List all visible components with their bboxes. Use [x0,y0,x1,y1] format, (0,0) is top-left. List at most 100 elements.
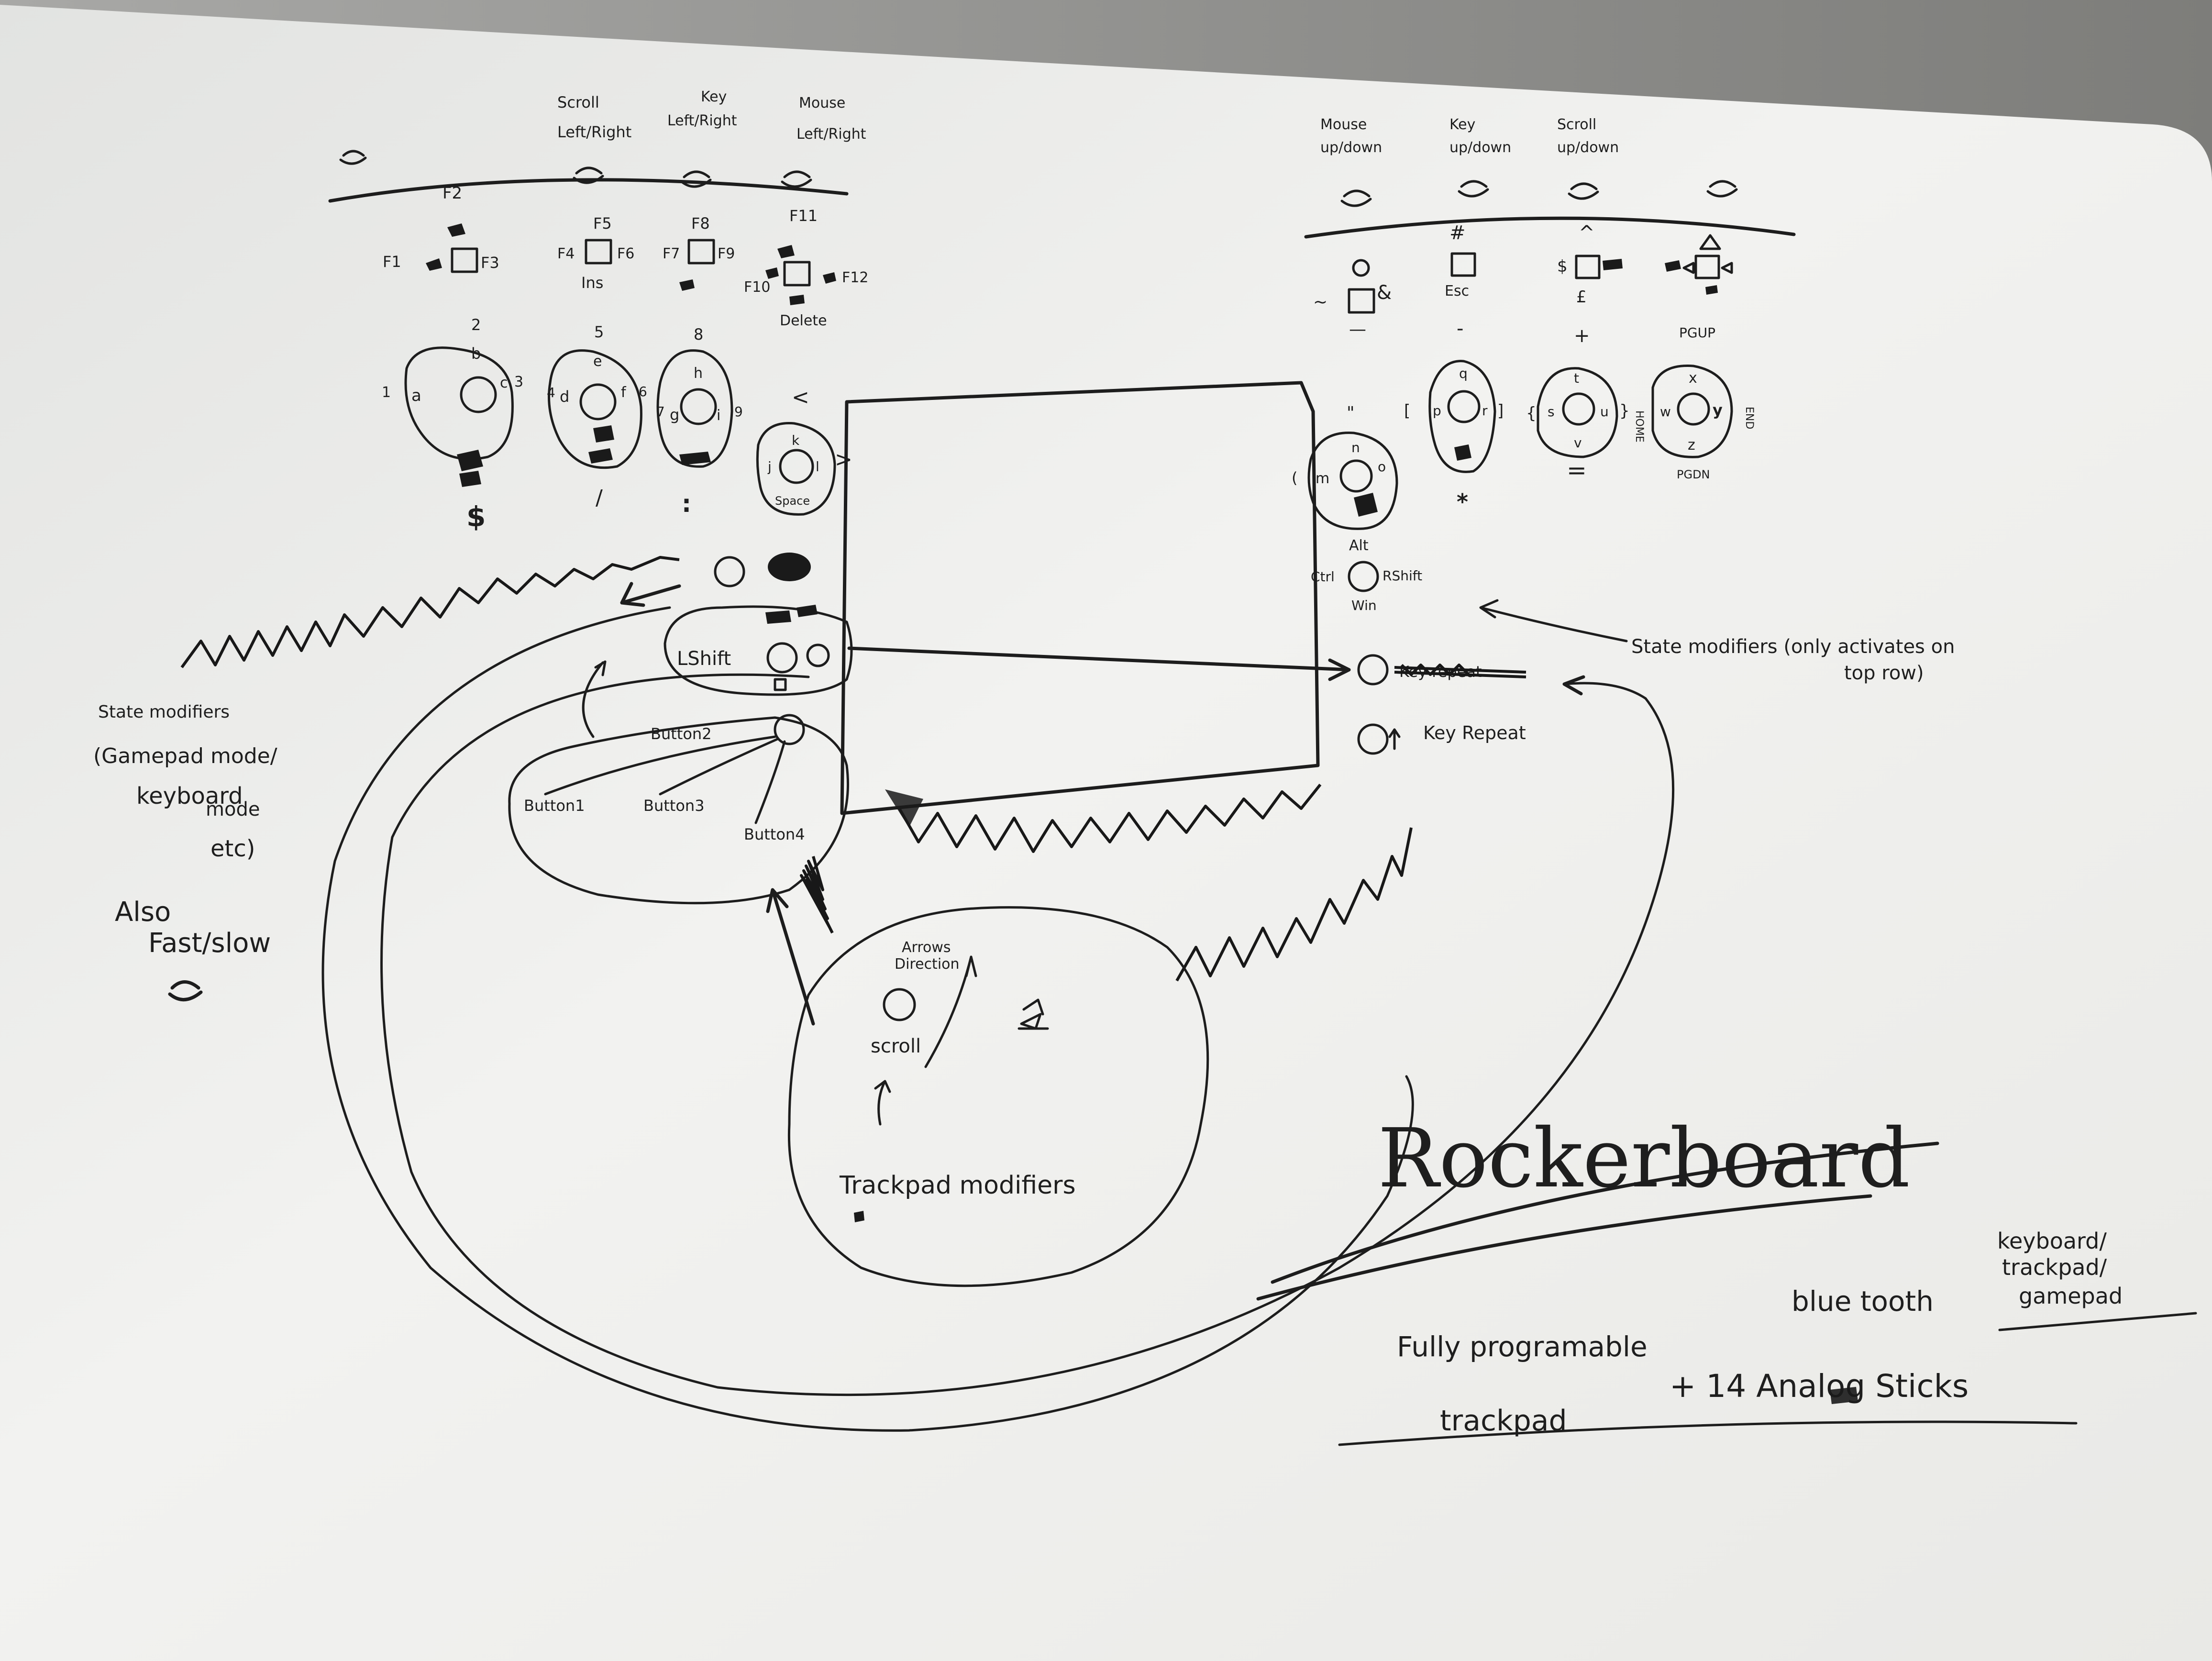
crossed-out-mark [679,279,695,291]
dpad-right-label: F6 [617,245,634,262]
volume-icon [1682,234,1733,274]
subtitle-underline [1338,1420,2078,1446]
trackpad-surface[interactable] [840,381,1320,815]
dpad-square[interactable] [687,239,715,265]
button-cluster-outline [508,716,849,905]
analog-stick-stuv[interactable]: + { } s t u v = [1526,325,1630,484]
stick-letter-left: g [670,406,679,424]
dpad-caret-pound[interactable]: ^ $ £ [1557,222,1623,307]
dpad-f10-f12[interactable]: F11 F10 F12 Delete [744,207,868,329]
dpad-left-label: F7 [663,245,680,262]
outer-loop [321,606,1414,1432]
stick-cap[interactable] [680,388,717,425]
dpad-square[interactable] [1348,288,1375,314]
dpad-square[interactable] [585,239,612,265]
small-square-button[interactable] [774,678,787,691]
trackpad-modifiers-label: Trackpad modifiers [839,1171,1076,1200]
stick-num-right: 9 [734,404,743,420]
analog-stick-def[interactable]: 5 4 6 d e f / [547,323,647,510]
dpad-f4-f6[interactable]: F5 F4 F6 Ins [557,214,634,292]
stick-cap[interactable] [1339,459,1373,493]
right-modifier-button[interactable]: Alt Ctrl RShift Win [1311,537,1422,613]
lshift-label: LShift [677,648,731,670]
stick-outline [756,422,836,516]
side-button[interactable] [806,643,830,667]
dpad-hash-esc[interactable]: # Esc [1445,222,1476,299]
stick-letter-top: x [1689,370,1697,387]
dpad-square[interactable] [783,261,811,287]
stick-cap[interactable] [779,449,814,484]
analog-stick-ghi[interactable]: 8 7 9 g h i : [656,325,743,518]
dpad-square[interactable] [1450,252,1476,277]
modifier-right-label: RShift [1382,568,1422,584]
stick-cap[interactable] [579,383,617,421]
state-modifiers-line4: mode [206,798,260,820]
direction-label: Direction [895,956,960,973]
dpad-right-label: F3 [481,254,499,272]
stick-letter-right: f [621,384,627,401]
dpad-f7-f9[interactable]: F8 F7 F9 [663,214,735,291]
stick-num-left: 7 [656,404,665,420]
analog-stick-pqr[interactable]: - [ ] p q r * [1404,318,1504,515]
stick-left-label: [ [1404,401,1410,421]
stick-outline [548,349,642,469]
arrows-label: Arrows [902,939,951,956]
title-underline-2 [1256,1194,1872,1301]
dpad-square[interactable] [451,247,478,273]
dpad-left-label: F4 [557,245,575,262]
stick-cap[interactable] [1677,392,1710,426]
dpad-bottom-label: Delete [780,312,827,329]
key-repeat-button[interactable]: Key Repeat [1357,722,1526,755]
analog-stick-mno[interactable]: " ( m n o [1292,403,1398,530]
scroll-label-1: Scroll [557,93,599,111]
stick-letter-right: y [1713,401,1723,419]
key-repeat-circle[interactable] [1357,723,1389,755]
dpad-f1-f3[interactable]: F2 F1 F3 [383,184,499,273]
state-button[interactable] [1357,654,1389,686]
dpad-square[interactable] [1694,255,1720,279]
title: Rockerboard [1378,1111,1910,1206]
lshift-button[interactable] [766,642,798,674]
title-block: Rockerboard Fully programable blue tooth… [1256,1111,2197,1446]
analog-stick-wxyz[interactable]: PGUP w x y z PGDN HOME END [1633,325,1755,481]
stick-letter-left: d [560,388,569,406]
dpad-top-label: F5 [593,214,612,233]
mouse-label-1: Mouse [799,95,845,111]
pointer-arrow [1479,599,1628,642]
stick-cap[interactable] [1447,390,1481,423]
button2[interactable] [774,714,805,745]
dpad-square[interactable] [1575,255,1601,279]
stick-side-right: END [1743,407,1755,429]
state-modifier-loop [380,673,1675,1396]
stick-letter-top: b [471,344,481,363]
dpad-left-label: $ [1557,257,1568,276]
state-modifier-button[interactable]: Key repeat [1357,654,1526,686]
subtitle-fully-programmable: Fully programable [1397,1330,1648,1363]
stick-side-left: HOME [1633,410,1645,443]
stick-letter-left: j [767,459,772,475]
left-analog-sticks: 2 1 3 a b c $ 5 4 6 d e f / 8 7 [382,316,852,533]
arrowhead [620,582,681,607]
analog-stick-jkl[interactable]: < > j k l Space [756,385,852,516]
modifier-button[interactable] [1348,561,1379,592]
stick-num-right: 3 [514,374,523,390]
stick-num-left: 1 [382,384,391,401]
analog-stick-abc[interactable]: 2 1 3 a b c $ [382,316,523,533]
arrows-direction-button[interactable] [883,988,916,1021]
dpad-left-label: ~ [1313,292,1327,312]
right-dpad-row: ~ & — # Esc ^ $ £ [1313,222,1733,339]
dpad-volume[interactable] [1665,234,1733,295]
stick-num-top: 2 [471,316,481,334]
zigzag-arrow-right [1175,827,1413,982]
key-label-2: Left/Right [667,112,737,129]
modifier-bottom-label: Win [1351,598,1377,613]
mouse-label-2: Left/Right [796,126,866,143]
dpad-tilde-amp[interactable]: ~ & — [1313,259,1392,339]
stick-letter-left: w [1660,404,1671,420]
left-upper-button[interactable] [714,556,745,587]
stick-cap[interactable] [460,376,497,413]
trackpad-modifiers-area: Arrows Direction scroll Trackpad modifie… [787,906,1209,1287]
at-symbol-icon [1352,259,1370,277]
stick-letter-left: s [1548,404,1555,420]
stick-cap[interactable] [1562,392,1595,426]
